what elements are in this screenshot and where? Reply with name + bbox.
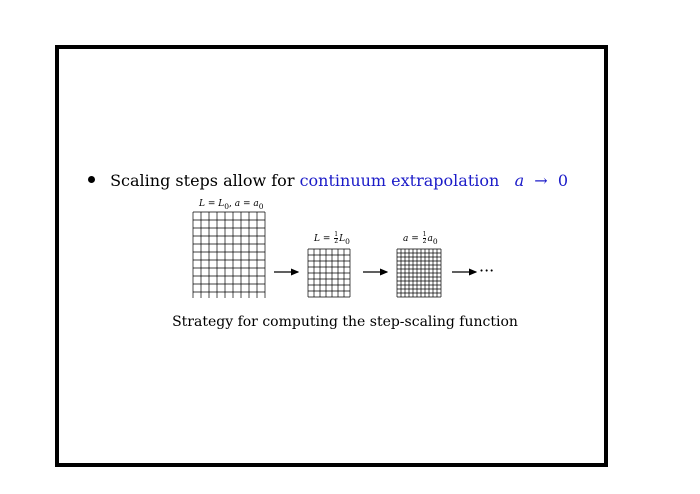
l1-lhs: L	[199, 199, 205, 209]
accent-phrase: continuum extrapolation	[299, 171, 500, 190]
math-zero: 0	[557, 171, 569, 190]
l1-eq1: =	[204, 199, 219, 209]
l1-sep: ,	[229, 199, 235, 209]
l1-sub1: 0	[224, 201, 230, 211]
lattice-coarse	[307, 248, 351, 298]
l3-rhs: a	[427, 234, 433, 244]
math-arrow: →	[534, 171, 548, 190]
l2-sub: 0	[345, 236, 350, 246]
l1-lhs2: a	[234, 199, 241, 209]
diagram-caption: Strategy for computing the step-scaling …	[172, 314, 518, 330]
l1-eq2: =	[240, 199, 254, 209]
l1-rhs1: L	[218, 199, 225, 209]
lattice-fine	[396, 248, 442, 298]
slide-frame	[55, 45, 608, 467]
l2-frac-den: 2	[334, 238, 339, 245]
lattice-1-label: L = L0, a = a0	[199, 198, 264, 213]
bullet-accent-text: continuum extrapolation a → 0	[300, 171, 569, 190]
l2-eq: =	[319, 234, 334, 244]
l3-frac-num: 1	[422, 231, 427, 239]
l1-rhs2: a	[253, 199, 259, 209]
bullet-item: Scaling steps allow for continuum extrap…	[88, 170, 568, 192]
l1-sub2: 0	[258, 201, 264, 211]
math-a: a	[514, 171, 525, 190]
l3-eq: =	[408, 234, 422, 244]
bullet-text: Scaling steps allow for	[110, 171, 295, 190]
lattice-large	[192, 211, 266, 298]
l3-sub: 0	[432, 236, 438, 246]
ellipsis: ···	[479, 261, 494, 280]
l3-frac-den: 2	[422, 238, 427, 245]
l2-lhs: L	[314, 234, 320, 244]
l3-lhs: a	[403, 234, 409, 244]
l2-frac-num: 1	[334, 231, 339, 239]
bullet-dot-icon	[88, 176, 95, 183]
l2-rhs: L	[339, 234, 346, 244]
